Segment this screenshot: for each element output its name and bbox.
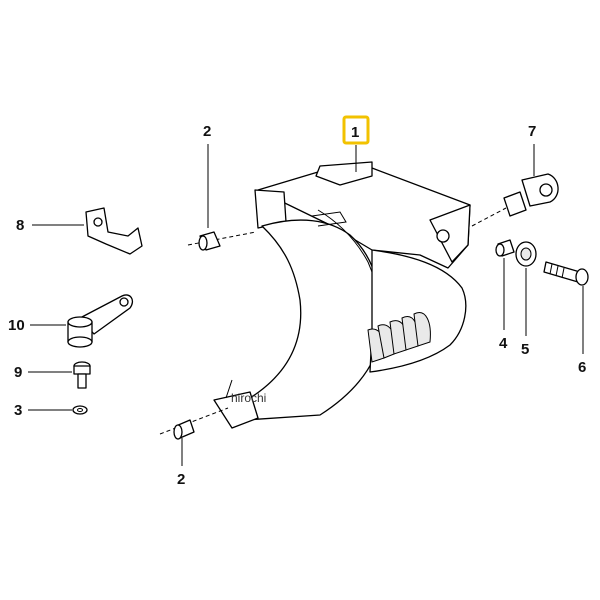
part-5-mount <box>515 241 537 267</box>
callout-8-label: 8 <box>16 217 24 234</box>
callout-7[interactable]: 7 <box>528 123 536 176</box>
part-7-pin <box>471 173 559 227</box>
part-2-bottom <box>159 407 229 440</box>
callout-2-bottom-label: 2 <box>177 471 185 488</box>
part-4-bushing <box>495 239 515 257</box>
part-3-washer <box>72 405 88 415</box>
callout-2-top-label: 2 <box>203 123 211 140</box>
callout-1-label: 1 <box>351 124 359 141</box>
callout-1[interactable]: 1 <box>342 115 370 172</box>
part-8-bracket <box>85 207 143 255</box>
part-10-lever <box>67 294 134 348</box>
callout-9[interactable]: 9 <box>14 364 72 381</box>
part-6-bolt <box>543 261 589 286</box>
part-2-top <box>187 231 257 251</box>
callout-8[interactable]: 8 <box>16 217 84 234</box>
callout-5[interactable]: 5 <box>521 268 529 358</box>
callout-7-label: 7 <box>528 123 536 140</box>
callout-4-label: 4 <box>499 335 508 352</box>
callout-10[interactable]: 10 <box>8 317 66 334</box>
watermark-text: hirochi <box>231 391 266 405</box>
callout-3-label: 3 <box>14 402 22 419</box>
part-9-screw <box>73 361 91 389</box>
callout-5-label: 5 <box>521 341 529 358</box>
callout-2-top[interactable]: 2 <box>203 123 211 228</box>
cover-part <box>213 161 471 429</box>
callout-6-label: 6 <box>578 359 586 376</box>
callout-1-highlight <box>342 115 370 145</box>
callout-6[interactable]: 6 <box>578 286 586 376</box>
callout-4[interactable]: 4 <box>499 258 508 352</box>
callout-9-label: 9 <box>14 364 22 381</box>
callout-2-bottom[interactable]: 2 <box>177 438 185 488</box>
callout-3[interactable]: 3 <box>14 402 72 419</box>
callout-10-label: 10 <box>8 317 25 334</box>
